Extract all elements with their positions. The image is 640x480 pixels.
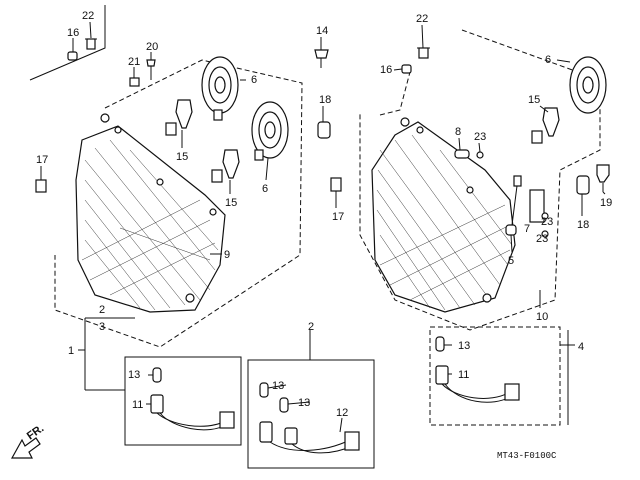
callout-16: 16: [67, 27, 79, 39]
front-direction-indicator: [10, 437, 41, 459]
callout-13: 13: [458, 340, 470, 352]
arrow-fr-icon: [10, 437, 41, 459]
callout-12: 12: [336, 407, 348, 419]
callout-19: 19: [600, 197, 612, 209]
left-upper-socket: [201, 56, 239, 121]
callout-6: 6: [545, 54, 551, 66]
callout-18: 18: [577, 219, 589, 231]
callout-22: 22: [82, 10, 94, 22]
center-small-parts: [314, 49, 342, 192]
callout-23: 23: [536, 233, 548, 245]
left-subassembly-brackets: [78, 317, 242, 446]
callout-13: 13: [128, 369, 140, 381]
callout-3: 3: [99, 321, 105, 333]
callout-23: 23: [541, 216, 553, 228]
callout-22: 22: [416, 13, 428, 25]
left-lower-socket: [251, 101, 289, 161]
left-lens-hatch: [81, 139, 219, 311]
callout-6: 6: [262, 183, 268, 195]
callout-4: 4: [578, 341, 584, 353]
callout-8: 8: [455, 126, 461, 138]
right-lens-hatch: [376, 134, 513, 311]
left-headlight-assembly: [35, 56, 303, 348]
callout-leaders: [40, 21, 606, 405]
callout-17: 17: [36, 154, 48, 166]
callout-2: 2: [308, 321, 314, 333]
callout-14: 14: [316, 25, 328, 37]
callout-labels: 22 16 20 21 6 15 15 6 17 9 14 18 17 2 3 …: [36, 10, 612, 419]
diagram-code: MT43-F0100C: [497, 451, 557, 461]
callout-17: 17: [332, 211, 344, 223]
callout-15: 15: [225, 197, 237, 209]
callout-2: 2: [99, 304, 105, 316]
callout-23: 23: [474, 131, 486, 143]
callout-5: 5: [508, 255, 514, 267]
right-headlight-assembly: [359, 29, 610, 331]
front-direction-label: FR.: [25, 422, 46, 442]
middle-subassembly: [247, 330, 375, 469]
callout-11: 11: [132, 399, 143, 411]
callout-15: 15: [528, 94, 540, 106]
callout-7: 7: [524, 223, 530, 235]
callout-9: 9: [224, 249, 230, 261]
callout-18: 18: [319, 94, 331, 106]
top-left-bracket-group: [29, 5, 156, 87]
callout-1: 1: [68, 345, 74, 357]
callout-21: 21: [128, 56, 140, 68]
right-subassembly: [429, 326, 575, 426]
callout-11: 11: [458, 369, 469, 381]
callout-15: 15: [176, 151, 188, 163]
callout-20: 20: [146, 41, 158, 53]
callout-6: 6: [251, 74, 257, 86]
callout-16: 16: [380, 64, 392, 76]
callout-10: 10: [536, 311, 548, 323]
right-socket: [569, 56, 607, 114]
